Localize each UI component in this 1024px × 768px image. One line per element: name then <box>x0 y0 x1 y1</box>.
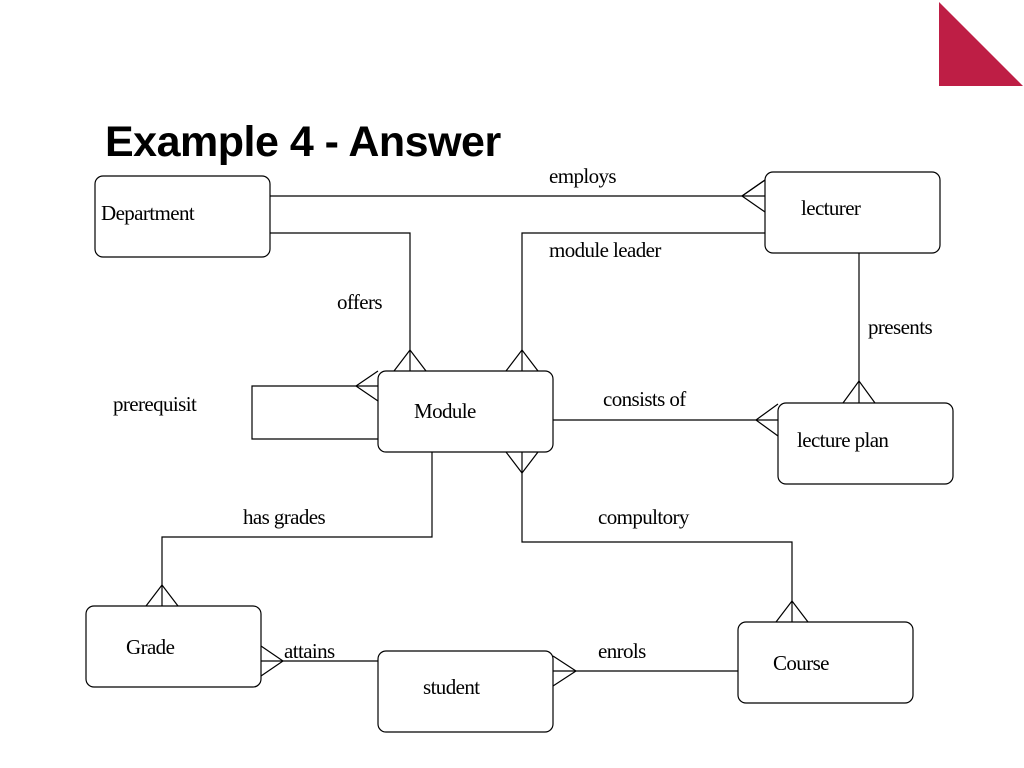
entity-label: student <box>423 675 480 699</box>
crows-foot-has-grades <box>145 584 179 607</box>
crows-foot-prerequisit <box>355 370 379 402</box>
crows-foot-enrols <box>552 655 577 687</box>
crows-foot-compultory <box>775 600 809 623</box>
entity-module: Module <box>377 370 554 453</box>
entity-label: Grade <box>126 635 175 659</box>
relationship-labels: employs module leader offers presents pr… <box>113 164 933 663</box>
entity-grade: Grade <box>85 605 262 688</box>
label-prerequisit: prerequisit <box>113 392 197 416</box>
entity-label: Course <box>773 651 829 675</box>
has-grades-line <box>161 452 433 606</box>
label-employs: employs <box>549 164 616 188</box>
label-has-grades: has grades <box>243 505 325 529</box>
crows-foot-consists-of <box>755 403 779 437</box>
entity-label: lecture plan <box>797 428 889 452</box>
relationship-lines <box>161 195 860 672</box>
slide-title: Example 4 - Answer <box>105 118 501 166</box>
entity-lecture-plan: lecture plan <box>777 402 954 485</box>
offers-line <box>270 232 411 371</box>
entity-department: Department <box>94 175 271 258</box>
label-module-leader: module leader <box>549 238 661 262</box>
entity-student: student <box>377 650 554 733</box>
crows-foot-offers <box>393 349 427 372</box>
entity-label: lecturer <box>801 196 861 220</box>
label-presents: presents <box>868 315 932 339</box>
prerequisit-loop <box>251 385 378 440</box>
compultory-line <box>521 452 793 622</box>
module-leader-line <box>521 232 765 371</box>
crows-foot-module-bottom <box>505 451 539 474</box>
label-consists-of: consists of <box>603 387 686 411</box>
entity-lecturer: lecturer <box>764 171 941 254</box>
label-attains: attains <box>284 639 335 663</box>
crows-feet <box>145 179 876 687</box>
red-triangle-icon <box>939 2 1023 86</box>
entity-course: Course <box>737 621 914 704</box>
label-offers: offers <box>337 290 382 314</box>
label-enrols: enrols <box>598 639 646 663</box>
crows-foot-presents <box>842 380 876 404</box>
label-compultory: compultory <box>598 505 690 529</box>
crows-foot-module-leader <box>505 349 539 372</box>
entity-label: Module <box>414 399 476 423</box>
entity-label: Department <box>101 201 195 225</box>
crows-foot-attains <box>260 645 284 677</box>
